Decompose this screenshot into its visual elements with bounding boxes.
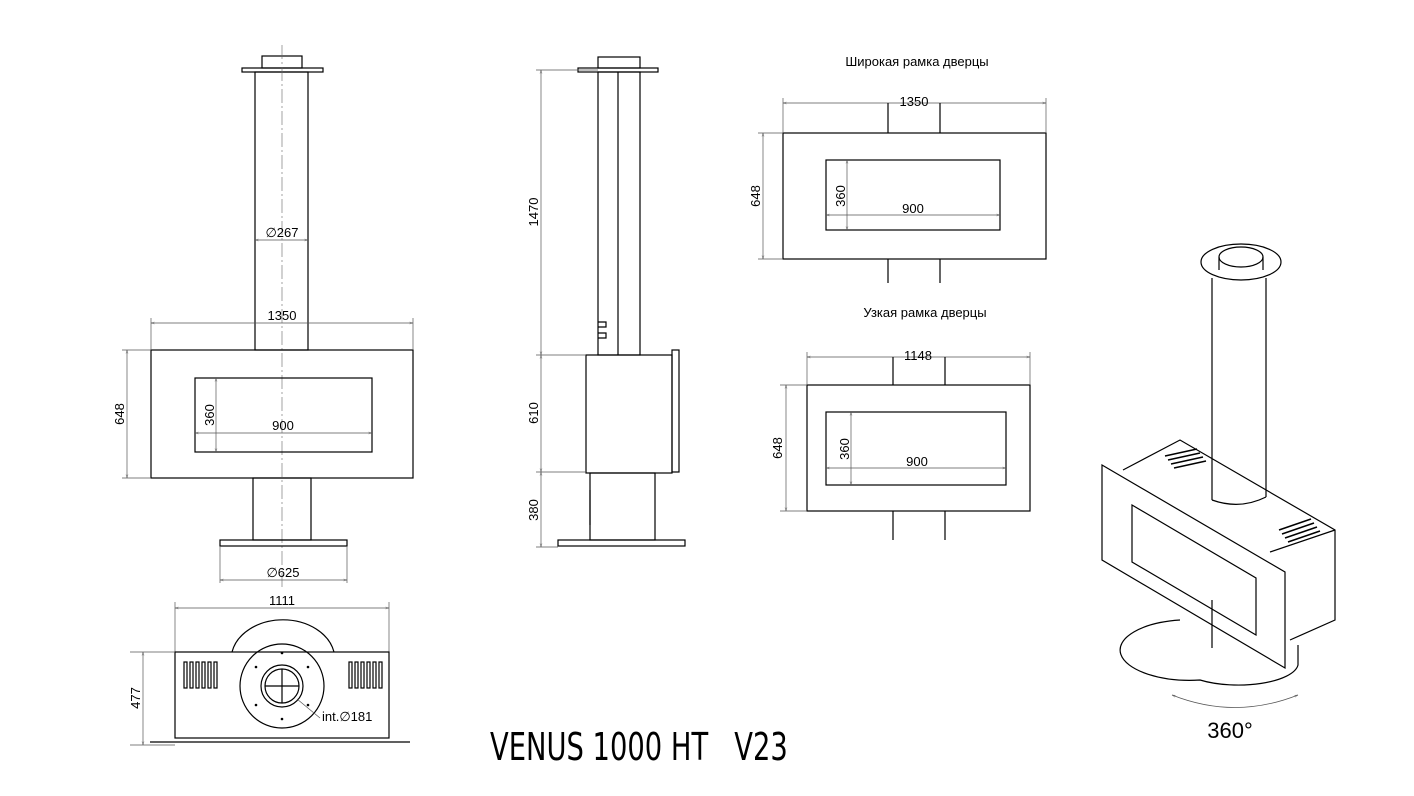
height-dimension: 648 (112, 403, 127, 425)
wide-window-width-dimension: 900 (902, 201, 924, 216)
model-title: VENUS 1000 HT V23 (490, 724, 788, 769)
chimney-diameter-label: ∅267 (265, 225, 298, 240)
isometric-view: 360° (1101, 243, 1336, 743)
wide-width-dimension: 1350 (900, 94, 929, 109)
pedestal-height-dimension: 380 (526, 499, 541, 521)
body-height-dimension: 610 (526, 402, 541, 424)
window-height-dimension: 360 (202, 404, 217, 426)
top-width-dimension: 1111 (269, 593, 295, 608)
window-width-dimension: 900 (272, 418, 294, 433)
wide-height-dimension: 648 (748, 185, 763, 207)
top-view: 1111 477 int.∅181 (128, 593, 410, 746)
narrow-window-width-dimension: 900 (906, 454, 928, 469)
width-dimension: 1350 (268, 308, 297, 323)
vent-slots-left (183, 661, 218, 689)
wide-window-height-dimension: 360 (833, 185, 848, 207)
front-view: ∅267 1350 648 360 900 ∅625 (112, 45, 414, 590)
rotation-label: 360° (1207, 718, 1253, 743)
narrow-frame-view: Узкая рамка дверцы 1148 648 360 900 (770, 305, 1031, 540)
narrow-height-dimension: 648 (770, 437, 785, 459)
vent-slots-right (348, 661, 383, 689)
wide-frame-title: Широкая рамка дверцы (845, 54, 988, 69)
top-vents (1164, 448, 1321, 543)
base-diameter-label: ∅625 (266, 565, 299, 580)
side-view: 1470 610 380 (526, 56, 686, 548)
flue-diameter-label: int.∅181 (322, 709, 372, 724)
narrow-width-dimension: 1148 (904, 348, 932, 363)
wide-frame-view: Широкая рамка дверцы 1350 648 360 900 (748, 54, 1047, 283)
narrow-window-height-dimension: 360 (837, 438, 852, 460)
top-depth-dimension: 477 (128, 687, 143, 709)
rotation-arrow (1171, 694, 1299, 708)
narrow-frame-title: Узкая рамка дверцы (863, 305, 986, 320)
chimney-height-dimension: 1470 (526, 198, 541, 227)
